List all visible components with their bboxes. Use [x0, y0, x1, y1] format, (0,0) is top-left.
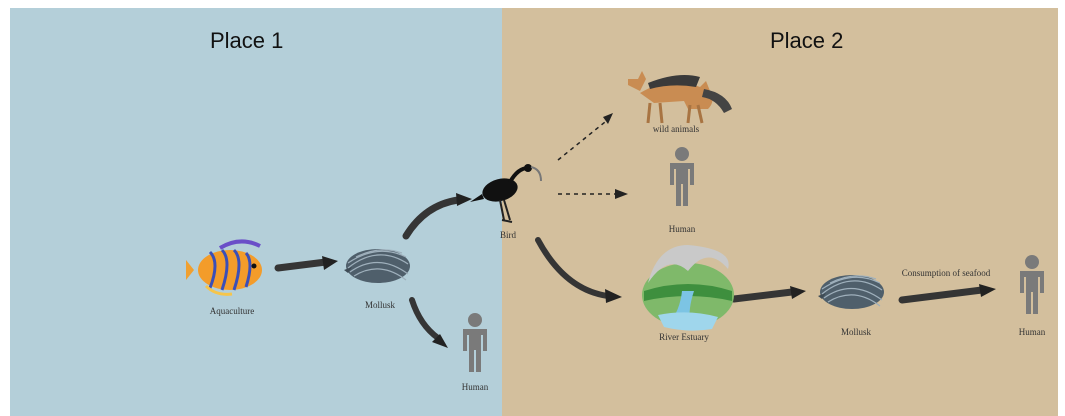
arrow-mollusk-human [412, 300, 448, 348]
mollusk-label-1: Mollusk [365, 300, 395, 310]
human-label-1: Human [462, 382, 489, 392]
human-icon-2 [670, 147, 694, 206]
wild-animals-label: wild animals [653, 124, 699, 134]
bird-icon [470, 164, 541, 222]
human-icon-3 [1020, 255, 1044, 314]
arrow-estuary-mollusk [734, 286, 806, 299]
arrow-mollusk-bird [406, 193, 472, 236]
mollusk-shell-icon [344, 249, 410, 283]
human-icon [463, 313, 487, 372]
dashed-arrow-bird-human [558, 189, 628, 199]
fish-icon [186, 241, 262, 294]
human-label-2: Human [669, 224, 696, 234]
aquaculture-label: Aquaculture [210, 306, 254, 316]
human-label-3: Human [1019, 327, 1046, 337]
consumption-of-seafood-label: Consumption of seafood [902, 268, 991, 278]
mollusk-label-2: Mollusk [841, 327, 871, 337]
river-estuary-label: River Estuary [659, 332, 709, 342]
jackal-icon [628, 71, 732, 123]
arrow-bird-estuary [538, 240, 622, 303]
arrow-aquaculture-mollusk [278, 256, 338, 270]
bird-label: Bird [500, 230, 516, 240]
river-estuary-icon [642, 245, 734, 331]
arrow-mollusk-human-consumption [902, 284, 996, 300]
mollusk-shell-icon-2 [818, 275, 884, 309]
dashed-arrow-bird-wild-animals [558, 113, 613, 160]
